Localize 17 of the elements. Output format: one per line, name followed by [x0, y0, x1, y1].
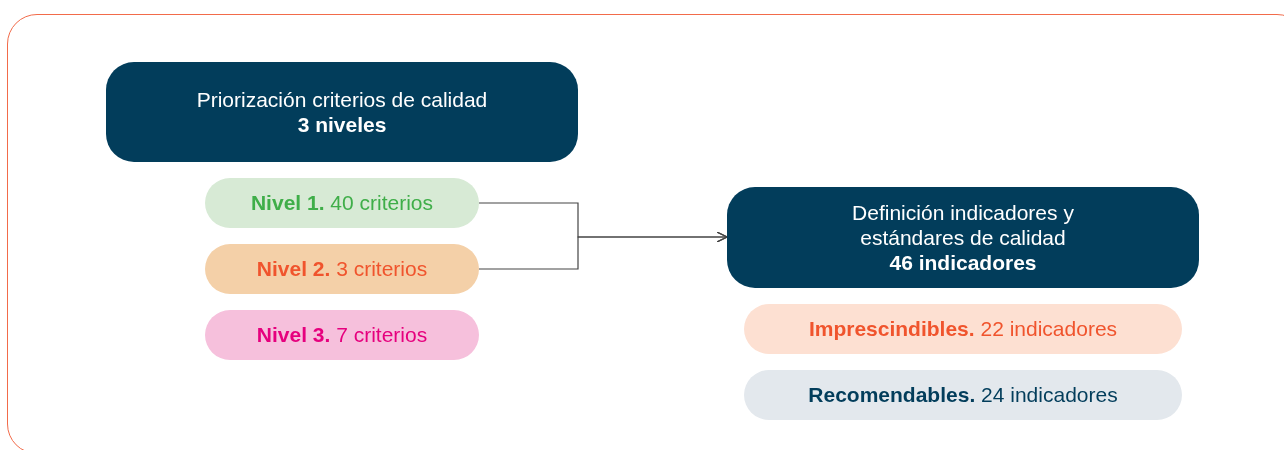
category-pill	[744, 370, 1182, 420]
stage-box	[106, 62, 578, 162]
pill-label: Nivel 1. 40 criterios	[250, 190, 434, 216]
box-title: Priorización criterios de calidad	[196, 86, 488, 112]
box-count: 3 niveles	[297, 112, 387, 138]
connector-arrow	[478, 231, 728, 270]
level-pill	[205, 244, 479, 294]
pill-label: Nivel 2. 3 criterios	[256, 256, 428, 282]
box-title: Definición indicadores y estándares de calidad	[851, 199, 1075, 251]
pill-label: Recomendables. 24 indicadores	[808, 382, 1118, 408]
stage-box	[727, 187, 1199, 288]
box-count: 46 indicadores	[889, 250, 1037, 276]
category-pill	[744, 304, 1182, 354]
pill-label: Nivel 3. 7 criterios	[256, 322, 428, 348]
level-pill	[205, 178, 479, 228]
pill-label: Imprescindibles. 22 indicadores	[808, 316, 1118, 342]
level-pill	[205, 310, 479, 360]
